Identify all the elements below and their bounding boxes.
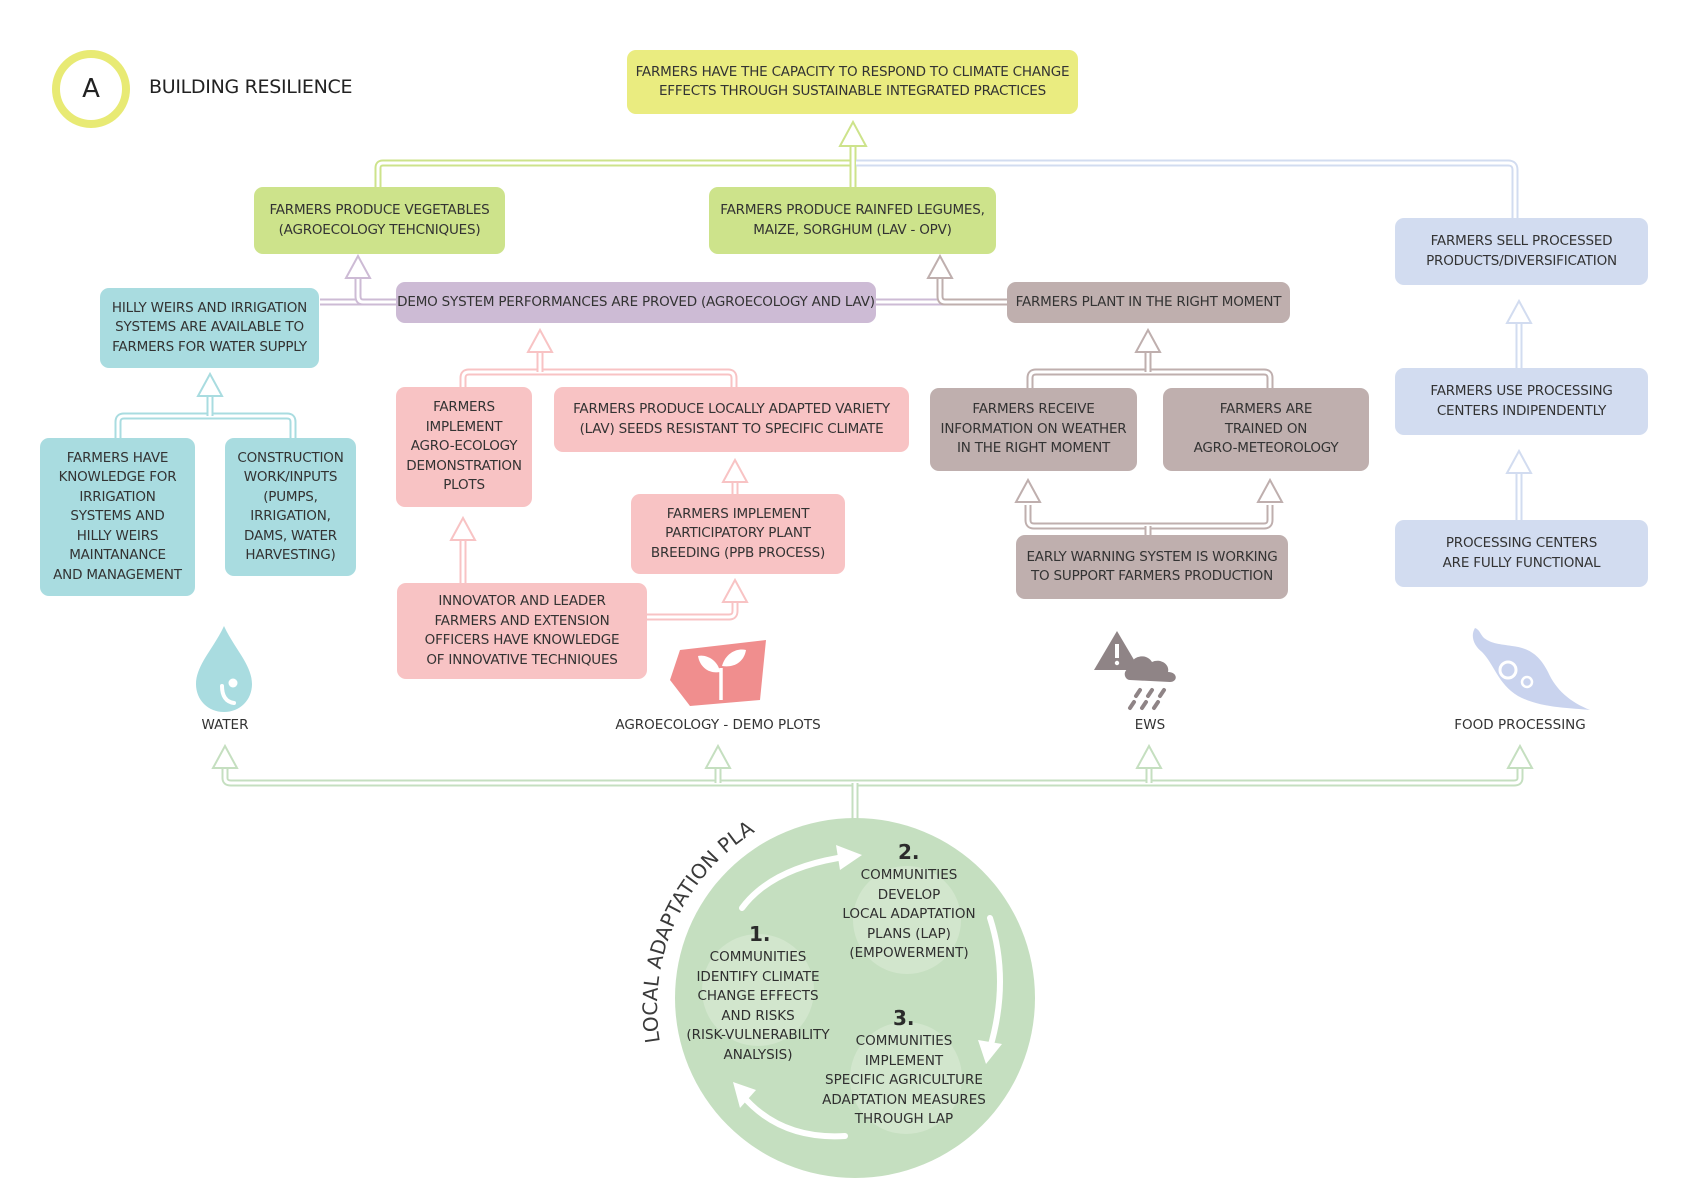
category-ews-label: EWS — [1134, 717, 1166, 733]
step1-number: 1. — [749, 922, 771, 946]
water-drop-icon — [196, 626, 252, 712]
connector-demo — [459, 346, 739, 621]
cycle-arrowheads — [733, 845, 1002, 1108]
demo-proved-box: DEMO SYSTEM PERFORMANCES ARE PROVED (AGR… — [396, 282, 876, 323]
category-agroecology-label: AGROECOLOGY - DEMO PLOTS — [615, 717, 821, 733]
category-food-label: FOOD PROCESSING — [1454, 717, 1586, 733]
arrow-to-weirs — [196, 371, 224, 397]
construction-box: CONSTRUCTION WORK/INPUTS (PUMPS, IRRIGAT… — [225, 438, 356, 576]
arrow-to-ews — [1135, 743, 1163, 769]
goal-box: FARMERS HAVE THE CAPACITY TO RESPOND TO … — [627, 50, 1078, 114]
legumes-box: FARMERS PRODUCE RAINFED LEGUMES, MAIZE, … — [709, 187, 996, 254]
arrow-to-vegetables — [344, 253, 372, 279]
step3-highlight — [850, 1022, 962, 1134]
connector-blue-to-goal — [856, 159, 1519, 218]
arrow-to-ppb — [721, 577, 749, 603]
step3-number: 3. — [893, 1006, 915, 1030]
receive-info-box: FARMERS RECEIVE INFORMATION ON WEATHER I… — [930, 388, 1137, 471]
connector-water — [114, 390, 297, 438]
knowledge-box: FARMERS HAVE KNOWLEDGE FOR IRRIGATION SY… — [40, 438, 195, 596]
seedling-icon — [670, 640, 766, 706]
arrow-to-implement-plots — [449, 515, 477, 541]
right-moment-box: FARMERS PLANT IN THE RIGHT MOMENT — [1007, 282, 1290, 323]
arrow-to-proved — [526, 327, 554, 353]
sell-processed-box: FARMERS SELL PROCESSED PRODUCTS/DIVERSIF… — [1395, 218, 1648, 285]
section-badge: A — [52, 50, 130, 128]
ppb-box: FARMERS IMPLEMENT PARTICIPATORY PLANT BR… — [631, 494, 845, 574]
arrow-to-right-moment — [1134, 327, 1162, 353]
arrow-to-sell-processed — [1505, 298, 1533, 324]
arrow-to-goal — [838, 119, 868, 147]
connector-green-to-goal — [374, 140, 857, 188]
category-water-label: WATER — [201, 717, 249, 733]
arrow-to-trained — [1256, 477, 1284, 503]
weirs-box: HILLY WEIRS AND IRRIGATION SYSTEMS ARE A… — [100, 288, 319, 368]
connector-lap-to-categories — [221, 765, 1524, 822]
chili-gear-icon — [1472, 628, 1590, 710]
step2-number: 2. — [898, 840, 920, 864]
centers-functional-box: PROCESSING CENTERS ARE FULLY FUNCTIONAL — [1395, 520, 1648, 587]
arrow-to-food — [1506, 743, 1534, 769]
implement-plots-box: FARMERS IMPLEMENT AGRO-ECOLOGY DEMONSTRA… — [396, 387, 532, 507]
use-centers-box: FARMERS USE PROCESSING CENTERS INDIPENDE… — [1395, 368, 1648, 435]
step1-highlight — [702, 934, 814, 1046]
vegetables-box: FARMERS PRODUCE VEGETABLES (AGROECOLOGY … — [254, 187, 505, 254]
step2-text: COMMUNITIES DEVELOP LOCAL ADAPTATION PLA… — [842, 867, 976, 961]
innovator-box: INNOVATOR AND LEADER FARMERS AND EXTENSI… — [397, 583, 647, 679]
lav-seeds-box: FARMERS PRODUCE LOCALLY ADAPTED VARIETY … — [554, 387, 909, 452]
warning-box: EARLY WARNING SYSTEM IS WORKING TO SUPPO… — [1016, 535, 1288, 599]
arrow-to-water — [211, 743, 239, 769]
arrow-to-legumes — [926, 253, 954, 279]
step3-text: COMMUNITIES IMPLEMENT SPECIFIC AGRICULTU… — [822, 1033, 986, 1127]
section-title: BUILDING RESILIENCE — [149, 76, 353, 98]
arrow-to-lav-seeds — [721, 457, 749, 483]
step2-highlight — [853, 866, 961, 974]
cycle-arrows — [739, 855, 1003, 1140]
trained-box: FARMERS ARE TRAINED ON AGRO-METEOROLOGY — [1163, 388, 1369, 471]
weather-warning-icon — [1094, 631, 1176, 710]
step1-text: COMMUNITIES IDENTIFY CLIMATE CHANGE EFFE… — [686, 949, 830, 1063]
arrow-to-use-centers — [1505, 448, 1533, 474]
arrow-to-agroecology — [704, 743, 732, 769]
arrow-to-receive-info — [1014, 477, 1042, 503]
section-badge-letter: A — [82, 74, 100, 104]
